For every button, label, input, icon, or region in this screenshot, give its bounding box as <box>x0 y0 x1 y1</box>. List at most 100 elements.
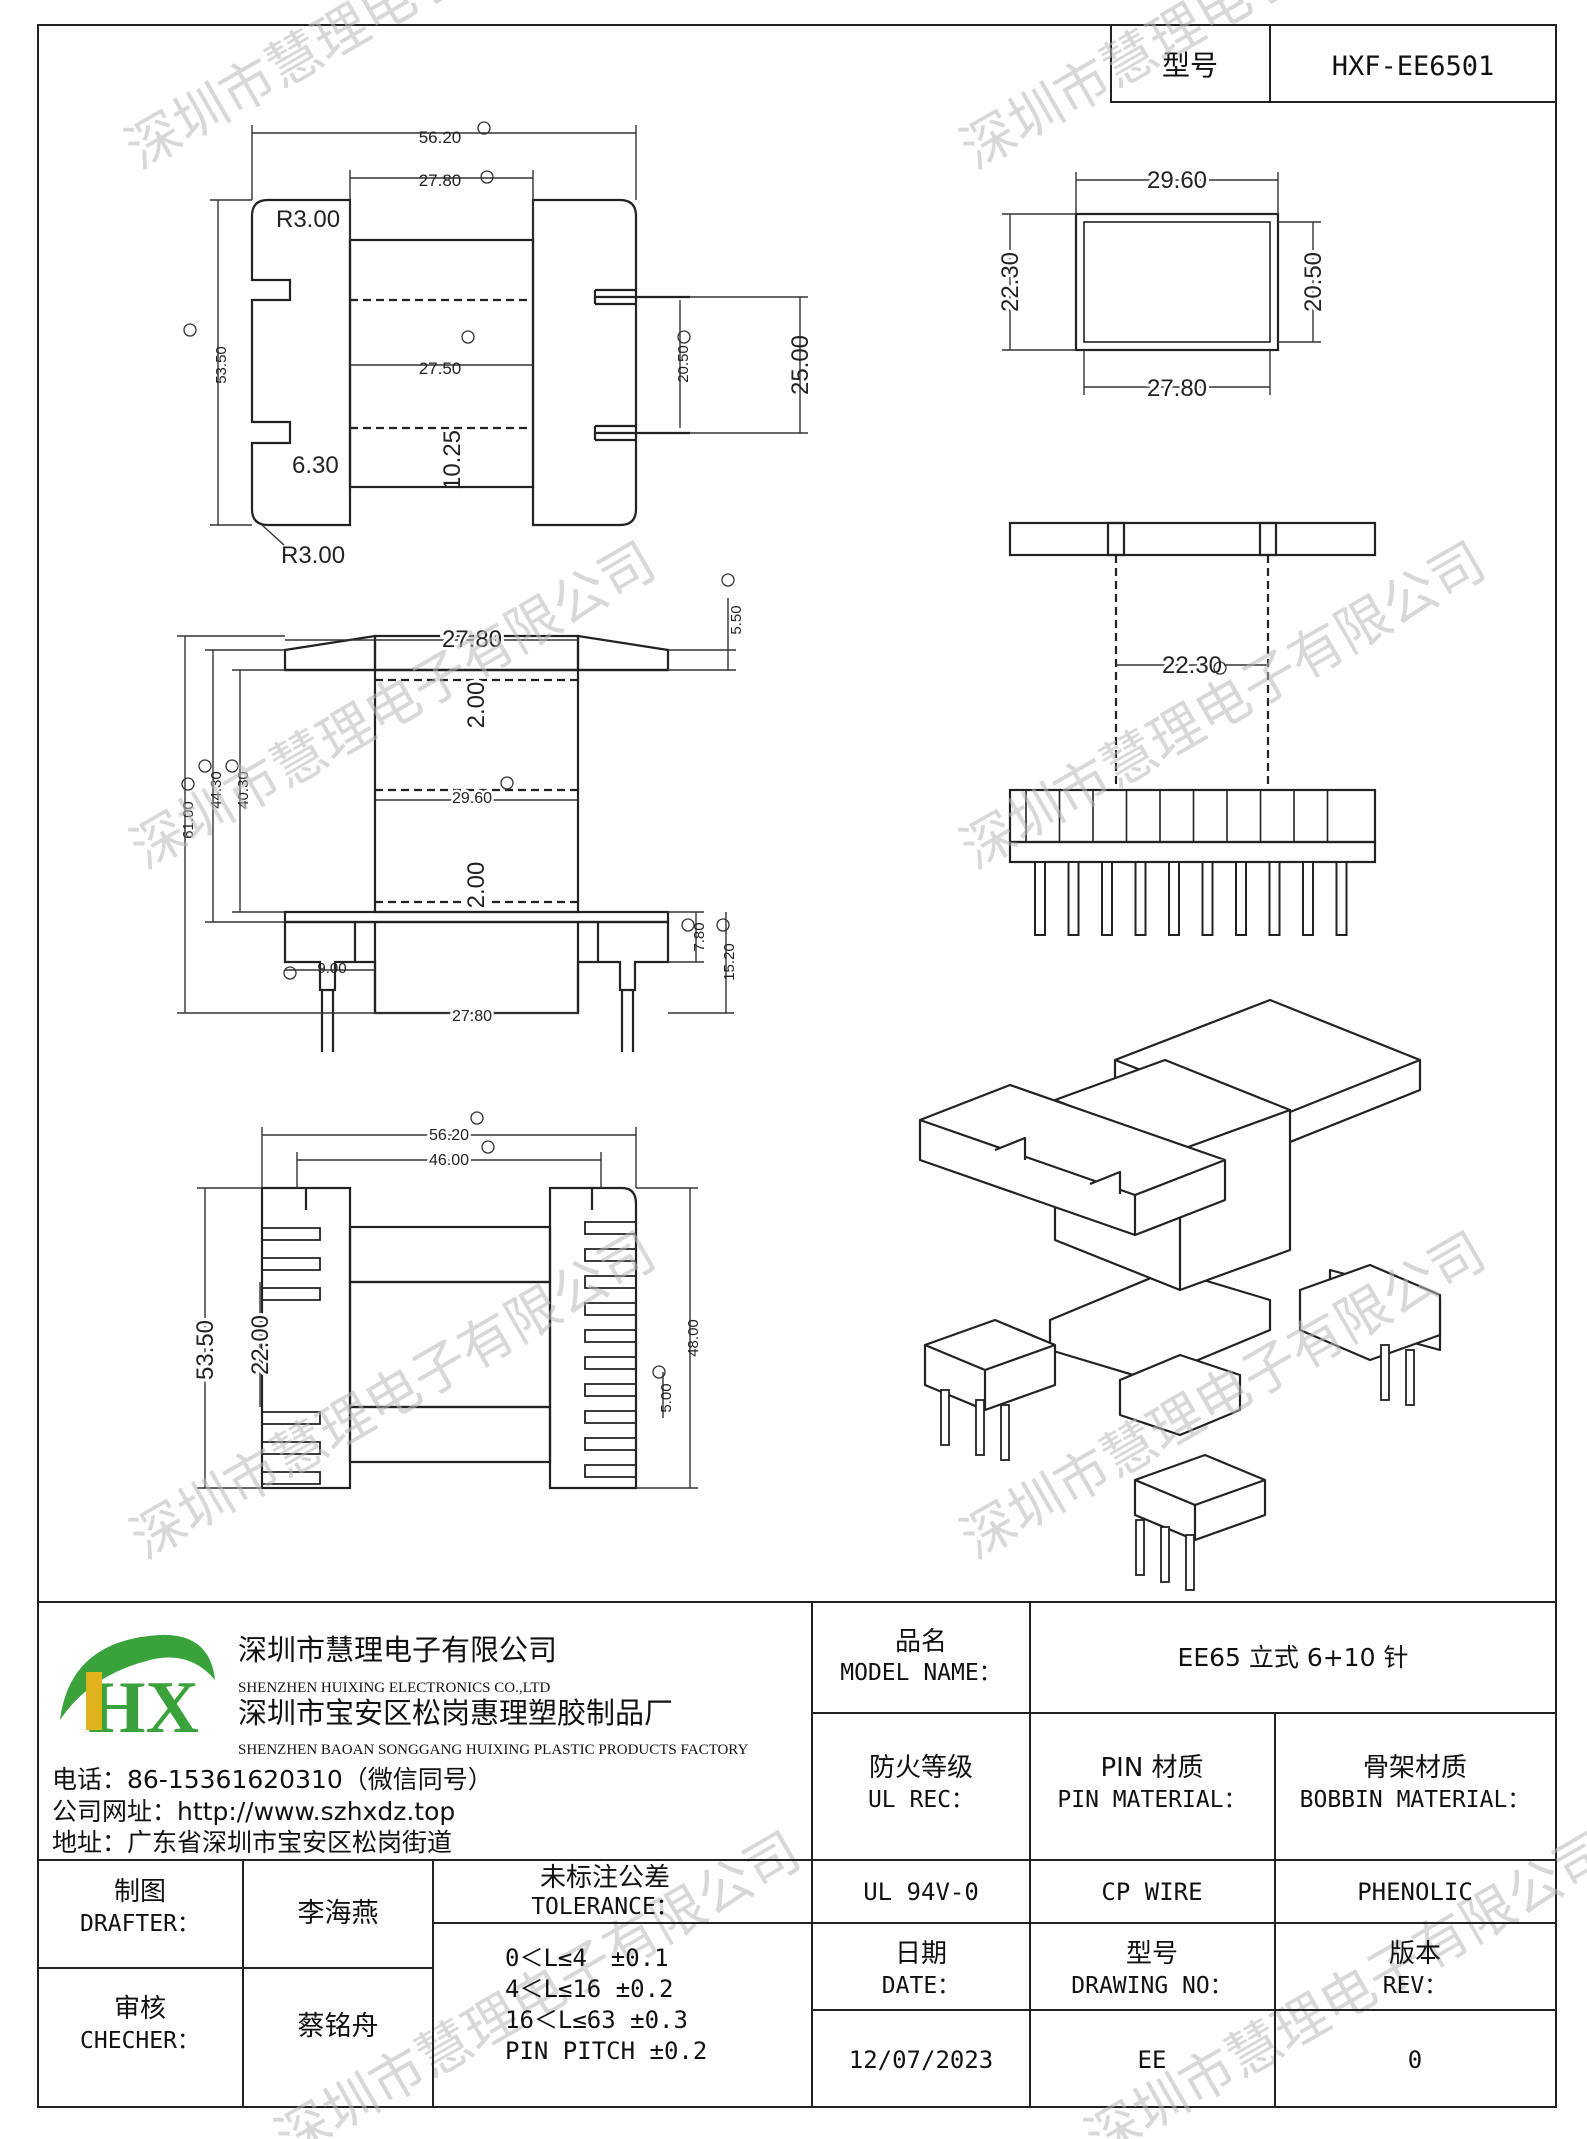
dim-mid-left-core-inner: 29.60 <box>452 790 492 807</box>
logo-letters: HX <box>88 1667 199 1749</box>
view-isometric <box>918 998 1442 1542</box>
flange-slot <box>262 1227 321 1241</box>
tolerance-row-3: 16＜L≤63 ±0.3 <box>505 2006 688 2034</box>
company-website: 公司网址：http://www.szhxdz.top <box>52 1797 455 1826</box>
dim-mid-left-height-40: 40.30 <box>235 771 252 809</box>
flange-slot <box>262 1257 321 1271</box>
isometric-pins <box>940 1344 1415 1591</box>
pin <box>1268 861 1281 936</box>
model-name-cn: 品名 <box>895 1627 947 1657</box>
iso-pin <box>1135 1519 1145 1576</box>
dim-mid-left-height-61: 61.00 <box>180 801 197 839</box>
pin-material-value: CP WIRE <box>1101 1878 1202 1906</box>
iso-pin <box>1185 1534 1195 1591</box>
dim-top-left-radius-bottom: R3.00 <box>281 542 345 569</box>
tolerance-row-1: 0＜L≤4 ±0.1 <box>505 1944 669 1972</box>
iso-pin <box>1380 1344 1390 1401</box>
reference-markers <box>181 121 1227 1379</box>
company-logo: HX <box>60 1634 215 1749</box>
dim-bottom-left-height: 53.50 <box>192 1320 219 1380</box>
iso-pin <box>975 1399 985 1456</box>
header-model-label: 型号 <box>1162 49 1218 82</box>
title-block-grid <box>38 1601 1556 2107</box>
dim-bottom-left-pin-span: 46.00 <box>429 1152 469 1169</box>
dim-mid-left-base-h2: 15.20 <box>721 943 738 981</box>
checker-cn: 审核 <box>114 1994 166 2024</box>
dim-mid-left-wall-top: 2.00 <box>463 682 490 729</box>
date-value: 12/07/2023 <box>849 2046 994 2074</box>
flange-slot <box>584 1437 636 1451</box>
pin <box>1101 861 1113 936</box>
factory-name-en: SHENZHEN BAOAN SONGGANG HUIXING PLASTIC … <box>238 1742 748 1758</box>
dim-top-left-core-width: 27.80 <box>419 171 462 190</box>
pin <box>1302 861 1314 936</box>
date-en: DATE： <box>882 1973 960 1999</box>
bottom-left-slots-left <box>262 1227 321 1485</box>
dim-bottom-left-window: 22.00 <box>247 1315 274 1375</box>
drawing-no-cn: 型号 <box>1126 1939 1178 1969</box>
view-top-left <box>250 198 690 527</box>
drafter-value: 李海燕 <box>298 1898 379 1929</box>
pin <box>1235 861 1247 936</box>
dim-top-right-inner-height: 20.50 <box>1300 252 1327 312</box>
tolerance-row-4: PIN PITCH ±0.2 <box>505 2037 707 2065</box>
view-bottom-left <box>260 1186 638 1490</box>
checker-en: CHECHER： <box>80 2028 200 2054</box>
tolerance-row-2: 4＜L≤16 ±0.2 <box>505 1975 674 2003</box>
dim-top-left-inner-width: 27.50 <box>419 359 462 378</box>
watermark-4: 深圳市慧理电子有限公司 <box>950 530 1496 882</box>
flange-slot <box>584 1302 636 1316</box>
pin <box>1134 861 1147 936</box>
dim-mid-left-pin-offset: 9.00 <box>317 960 346 977</box>
rev-value: 0 <box>1408 2046 1422 2074</box>
dim-bottom-left-height-right: 48.00 <box>685 1319 702 1357</box>
dim-mid-left-flange-thk: 5.50 <box>728 605 745 634</box>
iso-pin <box>940 1389 950 1446</box>
drawing-no-en: DRAWING NO： <box>1071 1973 1232 1999</box>
flange-slot <box>584 1275 636 1289</box>
flange-slot <box>262 1287 321 1301</box>
header-model-box: 型号 HXF-EE6501 <box>1110 24 1557 103</box>
flange-slot <box>584 1356 636 1370</box>
dim-top-left-radius-top: R3.00 <box>276 206 340 233</box>
model-name-en: MODEL NAME： <box>840 1660 1001 1686</box>
dim-mid-left-base-h1: 7.80 <box>691 922 708 951</box>
flange-slot <box>584 1221 636 1235</box>
pin <box>1034 861 1046 936</box>
pin <box>1168 861 1180 936</box>
fire-rating-cn: 防火等级 <box>869 1753 973 1783</box>
factory-name-cn: 深圳市宝安区松岗惠理塑胶制品厂 <box>238 1696 673 1730</box>
dim-top-right-outer-width: 29.60 <box>1147 167 1207 194</box>
pin <box>1067 861 1080 936</box>
watermark-5: 深圳市慧理电子有限公司 <box>120 1220 666 1572</box>
flange-slot <box>584 1248 636 1262</box>
dim-mid-left-top-width: 27.80 <box>442 626 502 653</box>
company-address: 地址：广东省深圳市宝安区松岗街道 <box>52 1828 452 1857</box>
bobbin-material-en: BOBBIN MATERIAL： <box>1300 1787 1531 1813</box>
pin-material-en: PIN MATERIAL： <box>1057 1787 1246 1813</box>
pin <box>1201 861 1214 936</box>
drafter-cn: 制图 <box>114 1877 166 1907</box>
tolerance-en: TOLERANCE： <box>531 1894 679 1920</box>
checker-value: 蔡铭舟 <box>298 2011 379 2042</box>
drafter-en: DRAFTER： <box>80 1911 200 1937</box>
dim-top-left-flange: 25.00 <box>787 335 814 395</box>
pin-material-cn: PIN 材质 <box>1100 1753 1203 1783</box>
bottom-left-slots-right <box>584 1221 636 1478</box>
flange-slot <box>584 1383 636 1397</box>
dim-top-left-height: 53.50 <box>213 346 230 384</box>
company-name-en: SHENZHEN HUIXING ELECTRONICS CO.,LTD <box>238 1680 551 1696</box>
view-mid-right <box>1008 521 1377 864</box>
view-top-right-dims <box>1002 172 1321 395</box>
company-phone: 电话：86-15361620310（微信同号） <box>52 1765 493 1794</box>
view-top-left-dims <box>210 125 808 526</box>
date-cn: 日期 <box>895 1939 947 1969</box>
bobbin-material-cn: 骨架材质 <box>1363 1753 1467 1783</box>
dim-mid-left-wall-bottom: 2.00 <box>463 862 490 909</box>
dim-top-left-gap: 10.25 <box>439 430 466 490</box>
rev-en: REV： <box>1383 1973 1448 1999</box>
fire-rating-en: UL REC： <box>868 1787 974 1813</box>
dim-mid-left-base-width: 27.80 <box>452 1008 492 1025</box>
mid-right-pins <box>1025 790 1348 936</box>
model-name-value: EE65 立式 6+10 针 <box>1178 1643 1409 1672</box>
